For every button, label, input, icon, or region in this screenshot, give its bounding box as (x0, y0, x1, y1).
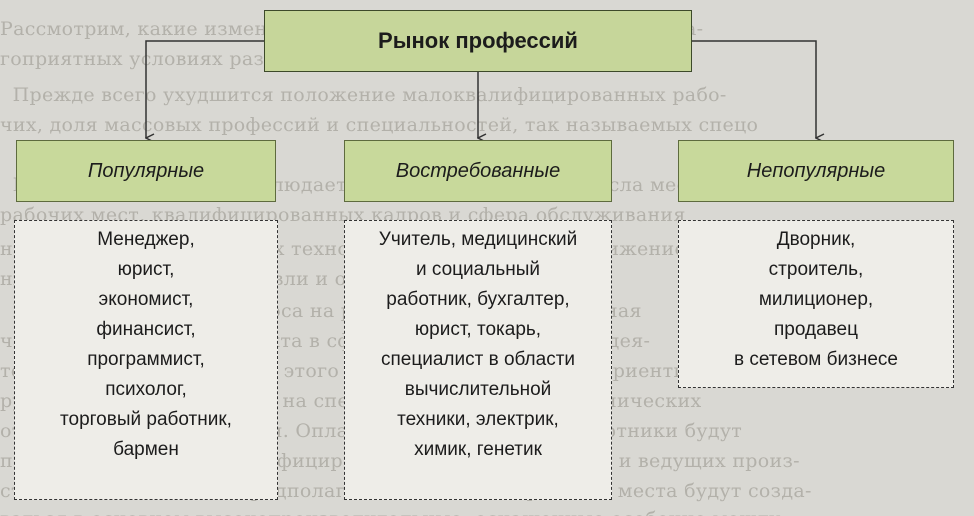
list-unpopular: Дворник, строитель, милиционер, продавец… (678, 220, 954, 388)
list-item: юрист, (117, 259, 175, 280)
list-item: техники, электрик, (397, 409, 559, 430)
list-item: продавец (774, 319, 858, 340)
list-item: экономист, (98, 289, 194, 310)
list-item: строитель, (768, 259, 864, 280)
list-item: финансист, (96, 319, 196, 340)
list-item: работник, бухгалтер, (386, 289, 570, 310)
list-demanded: Учитель, медицинский и социальный работн… (344, 220, 612, 500)
connector-to-popular (146, 40, 264, 138)
list-item: программист, (87, 349, 205, 370)
list-item: вычислительной (404, 379, 552, 400)
list-item: милиционер, (758, 289, 874, 310)
connector-to-unpopular (692, 40, 816, 138)
list-item: юрист, токарь, (414, 319, 542, 340)
list-item: и социальный (416, 259, 540, 280)
diagram-title: Рынок профессий (264, 10, 692, 72)
list-item: психолог, (105, 379, 187, 400)
category-popular: Популярные (16, 140, 276, 202)
list-item: химик, генетик (414, 439, 542, 460)
list-item: Дворник, (776, 229, 856, 250)
category-demanded: Востребованные (344, 140, 612, 202)
list-item: в сетевом бизнесе (734, 349, 898, 370)
list-popular: Менеджер, юрист, экономист, финансист, п… (14, 220, 278, 500)
category-unpopular: Непопулярные (678, 140, 954, 202)
list-item: Менеджер, (97, 229, 195, 250)
list-item: бармен (113, 439, 179, 460)
list-item: специалист в области (380, 349, 576, 370)
list-item: торговый работник, (60, 409, 232, 430)
list-item: Учитель, медицинский (378, 229, 578, 250)
